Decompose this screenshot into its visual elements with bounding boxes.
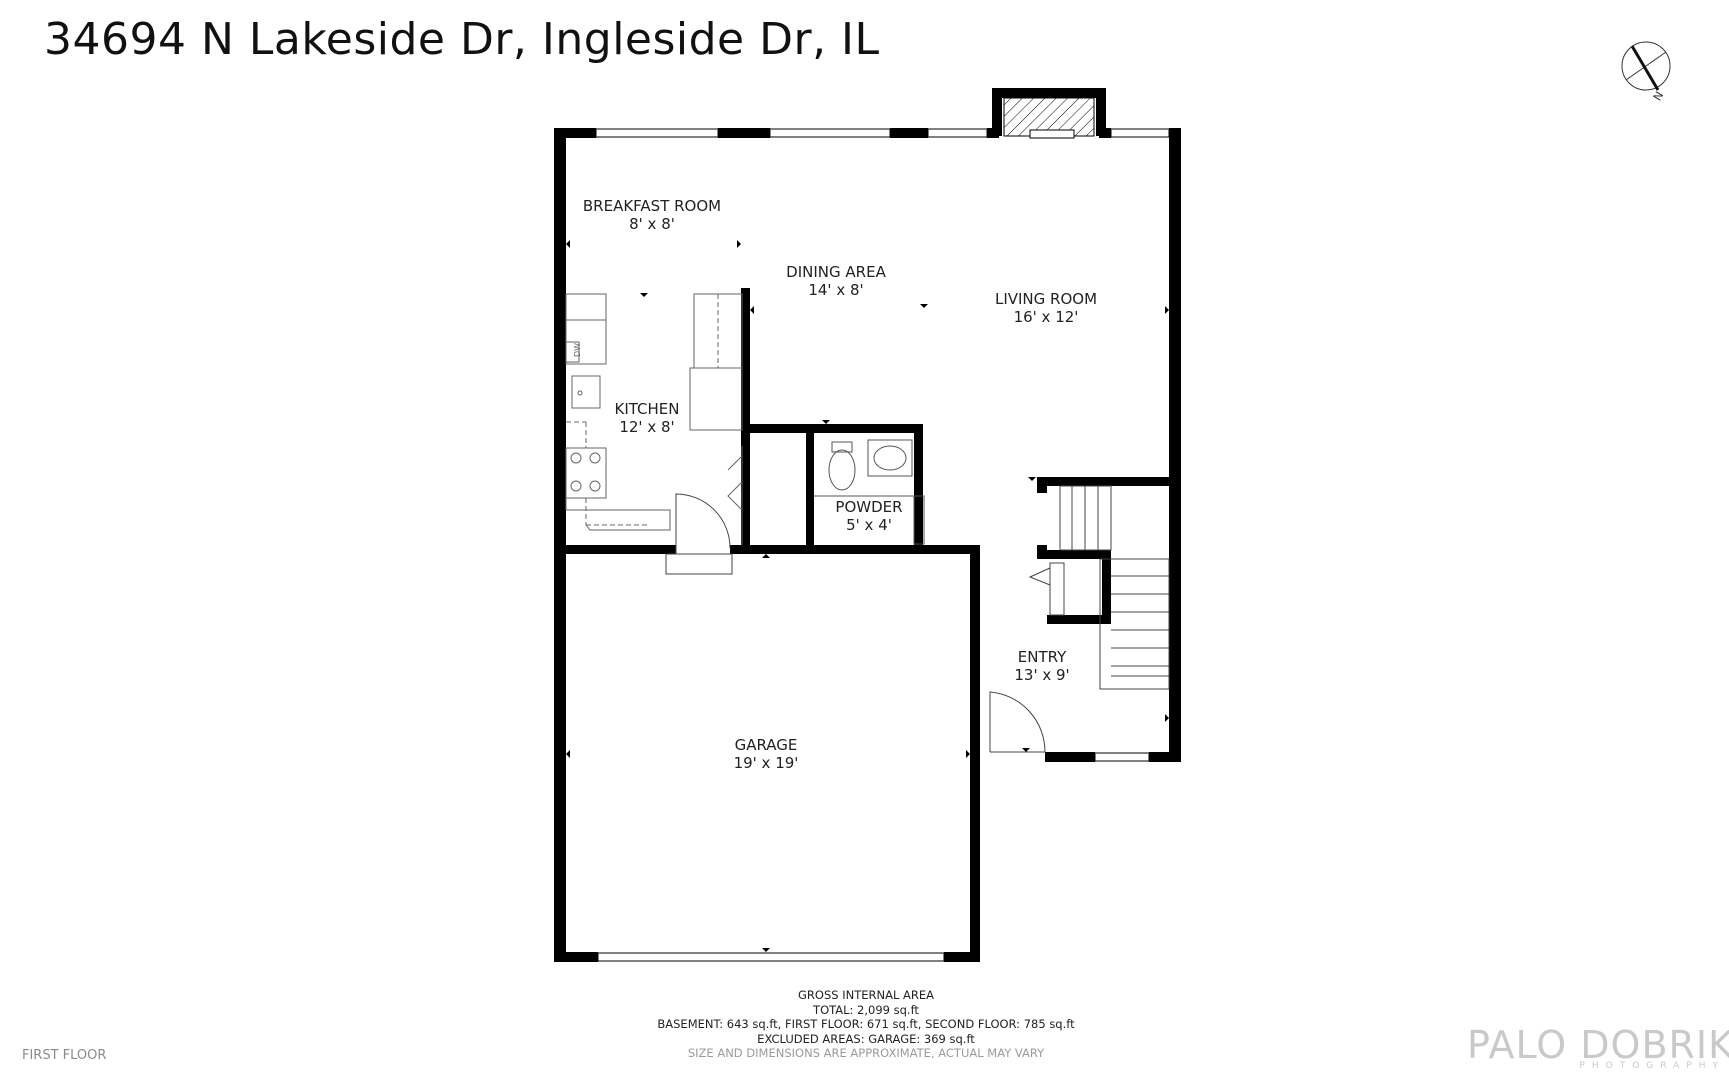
area-summary: GROSS INTERNAL AREA TOTAL: 2,099 sq.ft B… (657, 988, 1074, 1061)
room-powder: POWDER 5' x 4' (835, 498, 902, 534)
room-size: 16' x 12' (1013, 308, 1079, 326)
room-size: 12' x 8' (619, 418, 675, 436)
logo-subtext: PHOTOGRAPHY (1579, 1061, 1725, 1071)
logo-text: PALO DOBRIK (1467, 1023, 1729, 1067)
room-breakfast-room: BREAKFAST ROOM 8' x 8' (583, 197, 721, 233)
dishwasher-label: DW (573, 343, 582, 357)
brand-logo: PALO DOBRIK PHOTOGRAPHY (1467, 1023, 1729, 1071)
room-entry: ENTRY 13' x 9' (1014, 648, 1069, 684)
room-name: LIVING ROOM (994, 290, 1098, 308)
room-kitchen: KITCHEN 12' x 8' (615, 400, 680, 436)
windows (595, 128, 1170, 962)
room-living-room: LIVING ROOM 16' x 12' (995, 290, 1097, 326)
room-name: DINING AREA (786, 263, 886, 281)
exterior-walls (554, 88, 1181, 962)
page-title: 34694 N Lakeside Dr, Ingleside Dr, IL (44, 14, 880, 65)
dimension-markers (566, 240, 1169, 952)
room-garage: GARAGE 19' x 19' (734, 736, 799, 772)
area-total: TOTAL: 2,099 sq.ft (813, 1002, 919, 1017)
entry-door-swing (989, 691, 1046, 753)
compass-letter: N (1651, 89, 1666, 103)
floor-label: FIRST FLOOR (22, 1048, 107, 1063)
room-name: ENTRY (1017, 648, 1067, 666)
room-size: 8' x 8' (629, 215, 675, 233)
interior-walls (566, 288, 1181, 624)
room-name: KITCHEN (614, 400, 680, 418)
room-size: 13' x 9' (1014, 666, 1070, 684)
room-name: POWDER (835, 498, 903, 516)
powder-fixtures (814, 439, 925, 545)
room-size: 5' x 4' (846, 516, 892, 534)
room-name: BREAKFAST ROOM (582, 197, 722, 215)
garage-door-swing (665, 493, 733, 575)
room-size: 14' x 8' (808, 281, 864, 299)
room-name: GARAGE (734, 736, 798, 754)
area-disclaimer: SIZE AND DIMENSIONS ARE APPROXIMATE, ACT… (687, 1046, 1045, 1060)
room-dining-area: DINING AREA 14' x 8' (786, 263, 886, 299)
compass-icon: N (1621, 41, 1671, 103)
area-excluded: EXCLUDED AREAS: GARAGE: 369 sq.ft (757, 1031, 975, 1046)
staircase (1028, 485, 1170, 690)
kitchen-fixtures (565, 293, 743, 545)
area-heading: GROSS INTERNAL AREA (797, 988, 935, 1002)
fireplace-hearth (1029, 129, 1075, 139)
area-floors: BASEMENT: 643 sq.ft, FIRST FLOOR: 671 sq… (657, 1017, 1075, 1031)
room-size: 19' x 19' (733, 754, 799, 772)
